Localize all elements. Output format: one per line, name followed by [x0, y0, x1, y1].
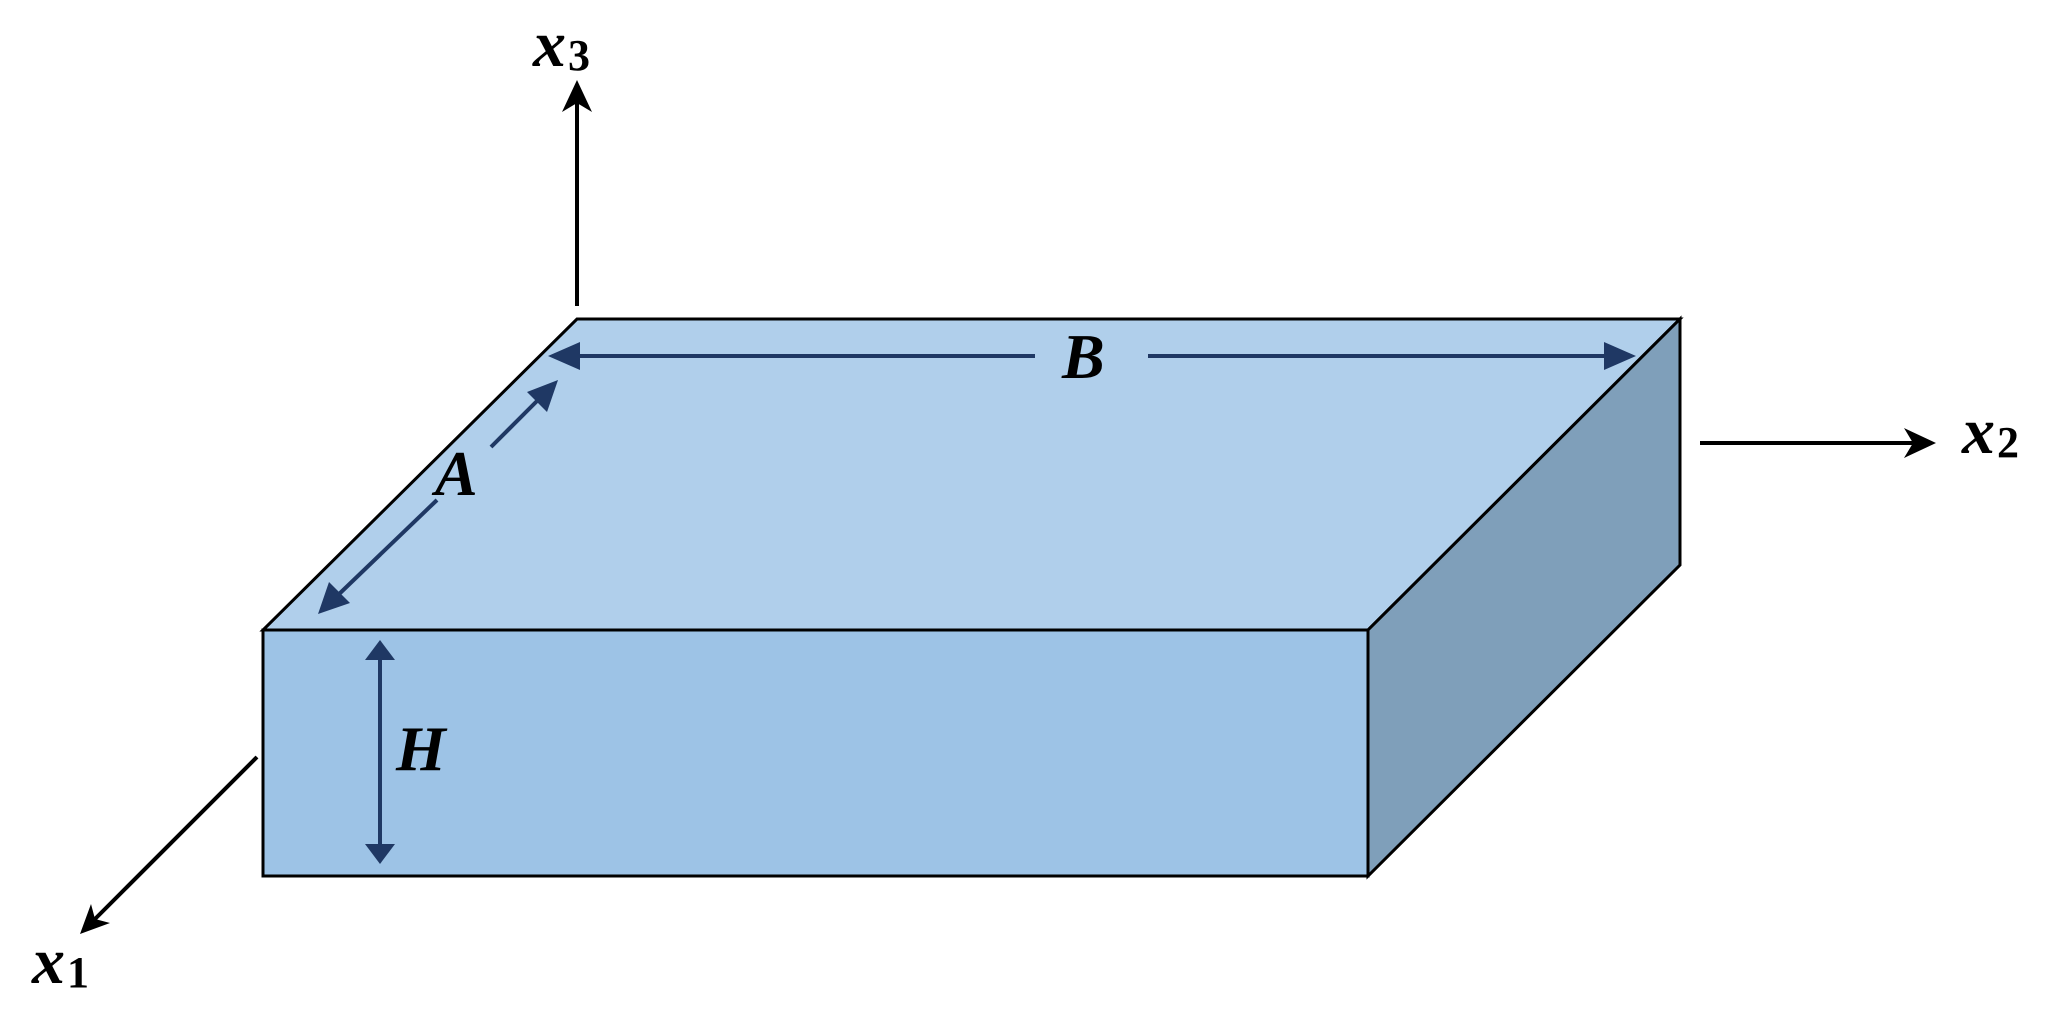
x2-axis: x2	[1700, 395, 2019, 468]
dimension-h: H	[365, 640, 448, 864]
dimension-a-line-lower	[334, 498, 439, 599]
dimension-b-arrowhead-right	[1604, 342, 1636, 370]
x3-axis-label: x3	[532, 8, 590, 81]
dimension-a-arrowhead-upper	[527, 380, 558, 412]
dimension-h-label: H	[395, 713, 448, 784]
dimension-h-arrowhead-top	[365, 640, 395, 660]
x3-axis: x3	[532, 8, 592, 306]
dimension-a-arrowhead-lower	[318, 582, 350, 614]
x3-axis-arrowhead	[562, 80, 592, 112]
x1-axis-arrowhead	[80, 904, 110, 934]
dimension-a: A	[318, 380, 558, 614]
dimension-a-label: A	[431, 438, 478, 509]
plate-front-face	[261, 628, 1370, 878]
x1-axis-label: x1	[31, 925, 89, 998]
dimension-h-arrowhead-bottom	[365, 844, 395, 864]
x2-axis-label: x2	[1961, 395, 2019, 468]
dimension-b-label: B	[1061, 321, 1105, 392]
dimension-a-line-upper	[489, 396, 542, 449]
x1-axis-line	[90, 755, 259, 924]
dimension-b-arrowhead-left	[548, 342, 580, 370]
x1-axis: x1	[31, 755, 259, 998]
x2-axis-arrowhead	[1904, 428, 1936, 458]
plate-block	[259, 315, 1684, 880]
dimension-b: B	[548, 321, 1636, 392]
